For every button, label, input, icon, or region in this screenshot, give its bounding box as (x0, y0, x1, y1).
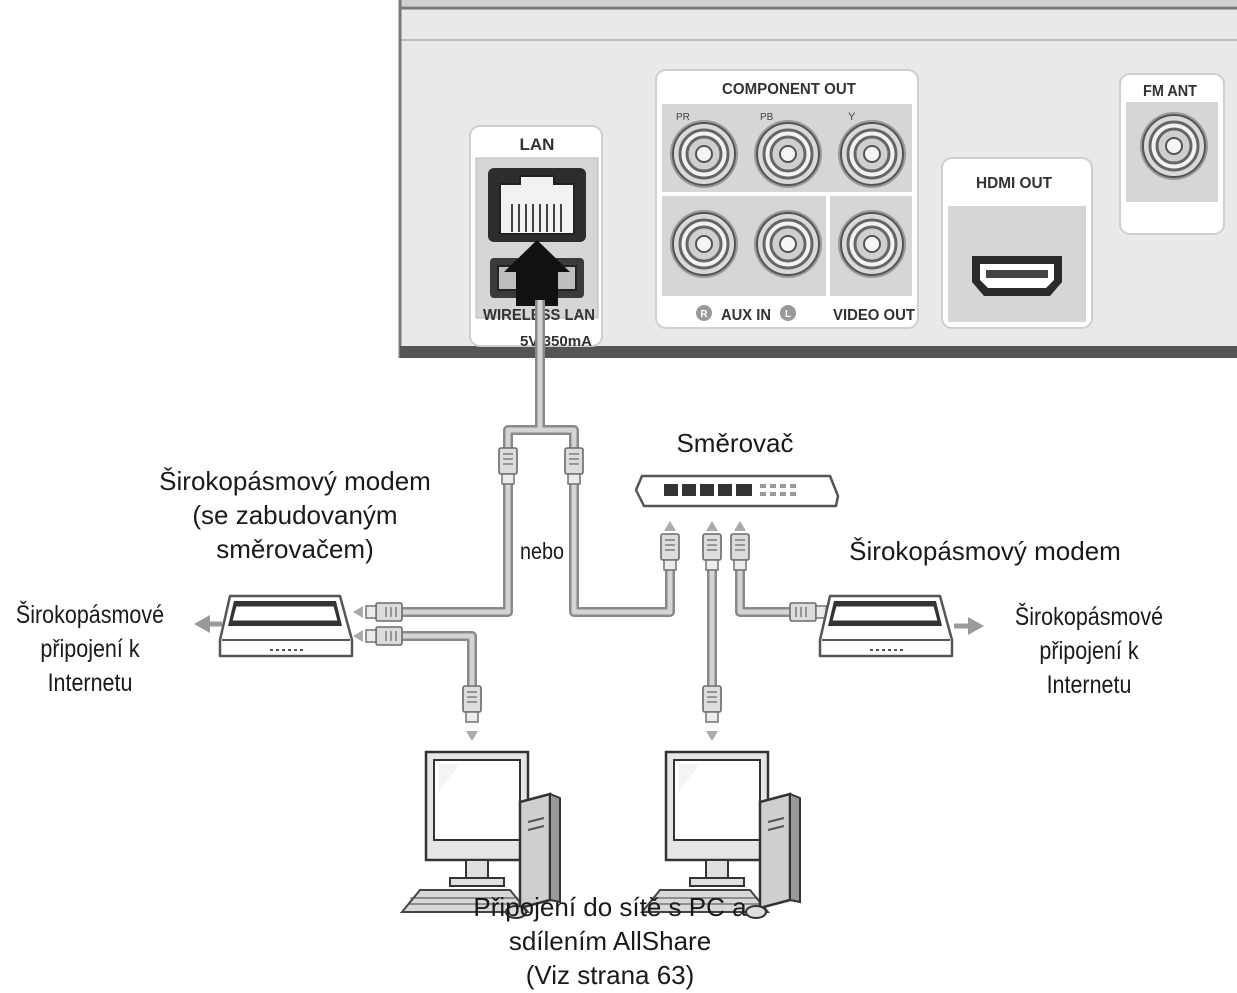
pr-label: PR (676, 112, 690, 123)
rj45-plug-icon (660, 533, 680, 571)
arrow-up-icon (664, 521, 676, 531)
router-label: Směrovač (676, 428, 794, 458)
rj45-plug-icon (702, 685, 722, 723)
rj45-plug-icon (789, 602, 827, 622)
internet-connection-left-label: Širokopásmové připojení k Internetu (15, 601, 165, 697)
pc-network-label: Připojení do sítě s PC a sdílením AllSha… (473, 892, 747, 990)
rj45-plug-icon (730, 533, 750, 571)
y-label: Y (848, 111, 856, 123)
network-cables (384, 300, 806, 690)
component-out-label: COMPONENT OUT (722, 81, 856, 98)
modem-label: Širokopásmový modem (849, 536, 1121, 566)
hdmi-port-block: HDMI OUT (941, 157, 1093, 329)
arrow-up-icon (706, 521, 718, 531)
video-out-label: VIDEO OUT (833, 307, 915, 324)
rca-jack-icon (836, 118, 908, 190)
internet-arrow-left-icon (194, 615, 222, 633)
rca-jack-icon (752, 208, 824, 280)
arrow-up-icon (504, 240, 570, 306)
hdmi-port-icon (972, 256, 1062, 296)
arrow-down-icon (466, 731, 478, 741)
modem-icon (218, 594, 354, 658)
aux-l-label: L (785, 309, 791, 320)
rca-jack-icon (752, 118, 824, 190)
arrow-left-icon (353, 630, 363, 642)
hdmi-out-label: HDMI OUT (976, 175, 1052, 192)
pb-label: PB (760, 112, 774, 123)
power-rating-label: 5V 350mA (520, 333, 592, 350)
rca-jack-icon (836, 208, 908, 280)
aux-r-label: R (700, 309, 708, 320)
router-icon (634, 474, 840, 508)
fm-ant-label: FM ANT (1143, 83, 1197, 100)
av-port-block: COMPONENT OUT PR PB Y R AUX IN L VIDEO O… (655, 69, 919, 329)
lan-label: LAN (520, 135, 555, 154)
modem-with-router-label: Širokopásmový modem (se zabudovaným směr… (159, 466, 431, 564)
rca-jack-icon (668, 208, 740, 280)
fm-antenna-block: FM ANT (1119, 73, 1225, 235)
or-label: nebo (519, 538, 564, 564)
rca-jack-icon (1138, 110, 1210, 182)
rj45-plug-icon (702, 533, 722, 571)
lan-port-block: LAN WIRELESS LAN 5V 350mA (469, 125, 603, 350)
device-back-panel: LAN WIRELESS LAN 5V 350mA (398, 0, 1237, 358)
rj45-plug-icon (365, 626, 403, 646)
rca-jack-icon (668, 118, 740, 190)
rj45-plug-icon (365, 602, 403, 622)
rj45-plug-icon (462, 685, 482, 723)
rj45-port-icon (488, 168, 586, 242)
aux-in-label: AUX IN (721, 307, 771, 324)
rj45-plug-icon (498, 447, 518, 485)
arrow-down-icon (706, 731, 718, 741)
rj45-plug-icon (564, 447, 584, 485)
internet-connection-right-label: Širokopásmové připojení k Internetu (1014, 603, 1164, 699)
arrow-left-icon (353, 606, 363, 618)
internet-arrow-right-icon (954, 617, 984, 635)
connection-arrows (194, 521, 984, 741)
arrow-up-icon (734, 521, 746, 531)
modem-icon (818, 594, 954, 658)
